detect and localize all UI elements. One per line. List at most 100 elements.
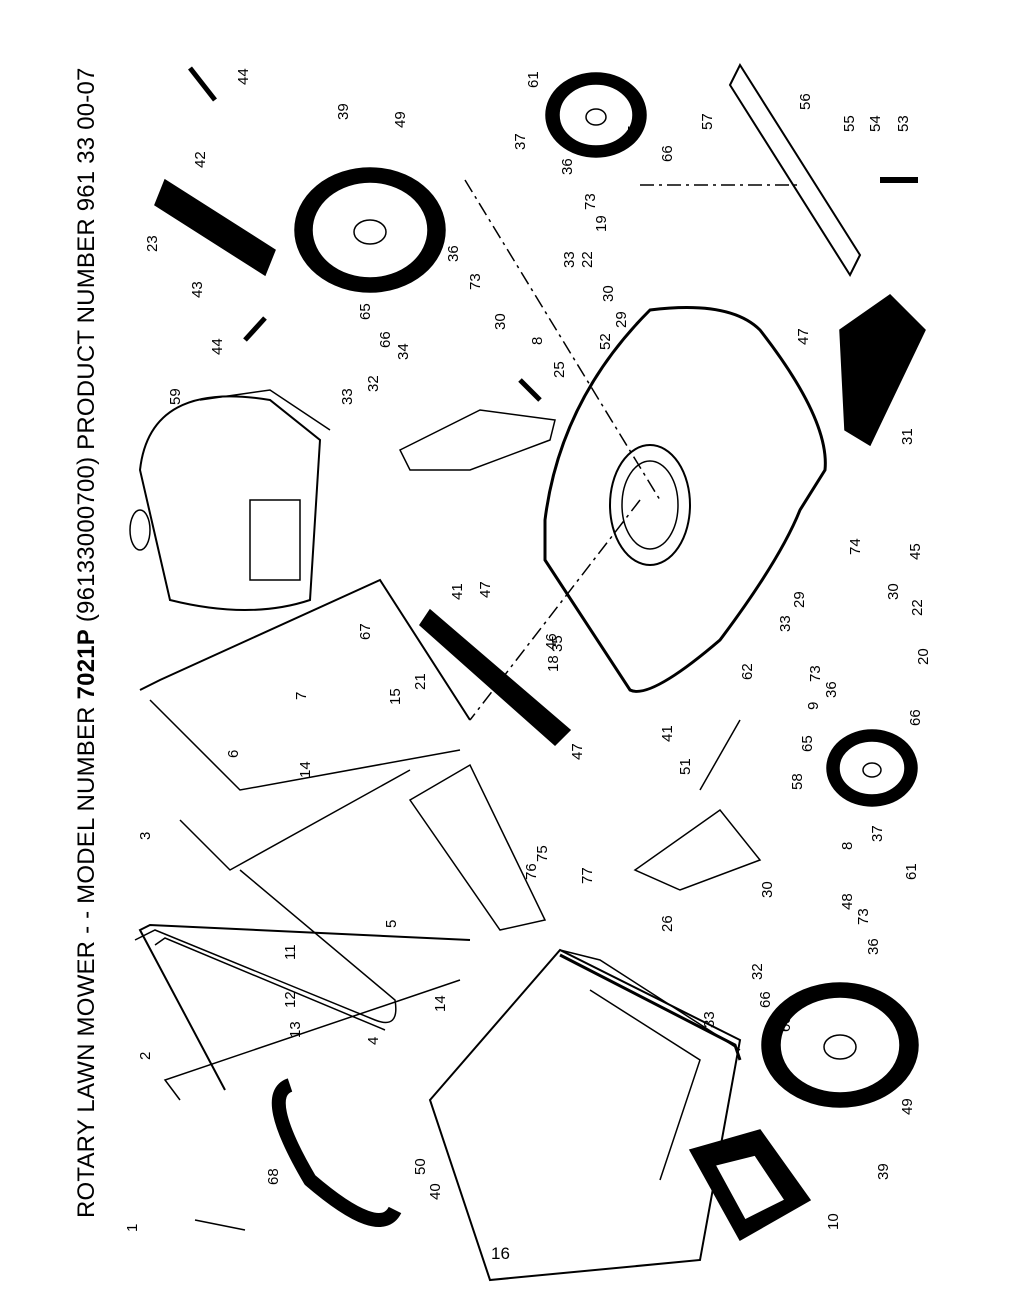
callout-47c: 47 xyxy=(795,328,812,345)
callout-66b: 66 xyxy=(659,145,676,162)
callout-11: 11 xyxy=(282,944,299,960)
callout-44a: 44 xyxy=(235,68,252,85)
upper-handle xyxy=(134,869,471,1101)
callout-58: 58 xyxy=(789,773,806,790)
callout-42: 42 xyxy=(192,151,209,168)
callout-14b: 14 xyxy=(432,995,449,1012)
callout-32a: 32 xyxy=(365,375,382,392)
callout-65d: 65 xyxy=(777,1015,794,1032)
callout-66c: 66 xyxy=(907,709,924,726)
callout-6: 6 xyxy=(225,750,242,758)
callout-19: 19 xyxy=(593,215,610,232)
callout-5: 5 xyxy=(383,920,400,928)
bag-handle-tube xyxy=(271,1078,402,1227)
callout-2: 2 xyxy=(137,1052,154,1060)
callout-73d: 73 xyxy=(855,908,872,925)
grass-catcher-bag xyxy=(428,948,742,1282)
blade-axis-line xyxy=(464,179,661,721)
callout-62: 62 xyxy=(739,663,756,680)
callout-47b: 47 xyxy=(569,743,586,760)
front-wheel-bottom xyxy=(826,729,918,807)
callout-25: 25 xyxy=(551,361,568,378)
callout-22b: 22 xyxy=(909,599,926,616)
callout-65a: 65 xyxy=(357,303,374,320)
callout-13: 13 xyxy=(287,1021,304,1038)
small-hardware xyxy=(188,66,918,1231)
lower-handle xyxy=(139,578,471,871)
callout-77: 77 xyxy=(579,867,596,884)
callout-39a: 39 xyxy=(335,103,352,120)
callout-26: 26 xyxy=(659,915,676,932)
callout-30a: 30 xyxy=(492,313,509,330)
callout-8a: 8 xyxy=(529,337,546,345)
callout-37a: 37 xyxy=(512,133,529,150)
callout-40: 40 xyxy=(427,1183,444,1200)
rear-wheel-top xyxy=(294,167,446,293)
callout-74: 74 xyxy=(847,538,864,555)
callout-8b: 8 xyxy=(839,842,856,850)
callout-33d: 33 xyxy=(701,1011,718,1028)
rear-baffle xyxy=(419,608,572,747)
callout-30c: 30 xyxy=(885,583,902,600)
callout-50: 50 xyxy=(412,1158,429,1175)
callout-76: 76 xyxy=(523,863,540,880)
callout-7: 7 xyxy=(293,692,310,700)
callout-44b: 44 xyxy=(209,338,226,355)
callout-61a: 61 xyxy=(525,71,542,88)
callout-48: 48 xyxy=(839,893,856,910)
callout-21: 21 xyxy=(412,673,429,690)
callout-30b: 30 xyxy=(600,285,617,302)
page-number: 16 xyxy=(491,1244,510,1263)
callout-36c: 36 xyxy=(823,681,840,698)
callout-23: 23 xyxy=(144,235,161,252)
callout-36d: 36 xyxy=(865,938,882,955)
callout-36b: 36 xyxy=(559,158,576,175)
callout-53: 53 xyxy=(895,115,912,132)
callout-49b: 49 xyxy=(899,1098,916,1115)
rear-wheel-bottom xyxy=(761,982,919,1108)
callout-45: 45 xyxy=(907,543,924,560)
callout-39b: 39 xyxy=(875,1163,892,1180)
callout-22a: 22 xyxy=(579,251,596,268)
callout-73c: 73 xyxy=(807,665,824,682)
bag-emblem-plate xyxy=(688,1129,812,1242)
callout-18: 18 xyxy=(545,655,562,672)
callout-15: 15 xyxy=(387,688,404,705)
callout-67: 67 xyxy=(357,623,374,640)
callout-9: 9 xyxy=(805,702,822,710)
callout-47a: 47 xyxy=(477,581,494,598)
callout-33c: 33 xyxy=(777,615,794,632)
callout-30d: 30 xyxy=(759,881,776,898)
callout-59: 59 xyxy=(167,388,184,405)
callout-14a: 14 xyxy=(297,761,314,778)
callout-36a: 36 xyxy=(445,245,462,262)
callout-33a: 33 xyxy=(339,388,356,405)
callout-29a: 29 xyxy=(613,311,630,328)
callout-41a: 41 xyxy=(449,583,466,600)
callout-34: 34 xyxy=(395,343,412,360)
rear-flap xyxy=(154,178,276,277)
blade xyxy=(728,62,862,278)
callout-51: 51 xyxy=(677,758,694,775)
callout-65c: 65 xyxy=(799,735,816,752)
callout-73b: 73 xyxy=(582,193,599,210)
callout-35: 35 xyxy=(549,635,566,652)
callout-73a: 73 xyxy=(467,273,484,290)
callout-3: 3 xyxy=(137,832,154,840)
callout-75: 75 xyxy=(534,845,551,862)
callout-54: 54 xyxy=(867,115,884,132)
callout-49a: 49 xyxy=(392,111,409,128)
callout-20: 20 xyxy=(915,648,932,665)
callout-labels: 1 2 3 4 5 6 7 8 8 9 10 11 12 13 14 14 15… xyxy=(124,68,932,1232)
height-adjuster-rear xyxy=(633,808,762,891)
callout-55: 55 xyxy=(841,115,858,132)
bag-frame xyxy=(559,953,742,1061)
callout-61b: 61 xyxy=(903,863,920,880)
height-adjuster-front xyxy=(398,409,556,471)
engine xyxy=(129,389,331,611)
callout-29b: 29 xyxy=(791,591,808,608)
callout-12: 12 xyxy=(282,991,299,1008)
callout-33b: 33 xyxy=(561,251,578,268)
